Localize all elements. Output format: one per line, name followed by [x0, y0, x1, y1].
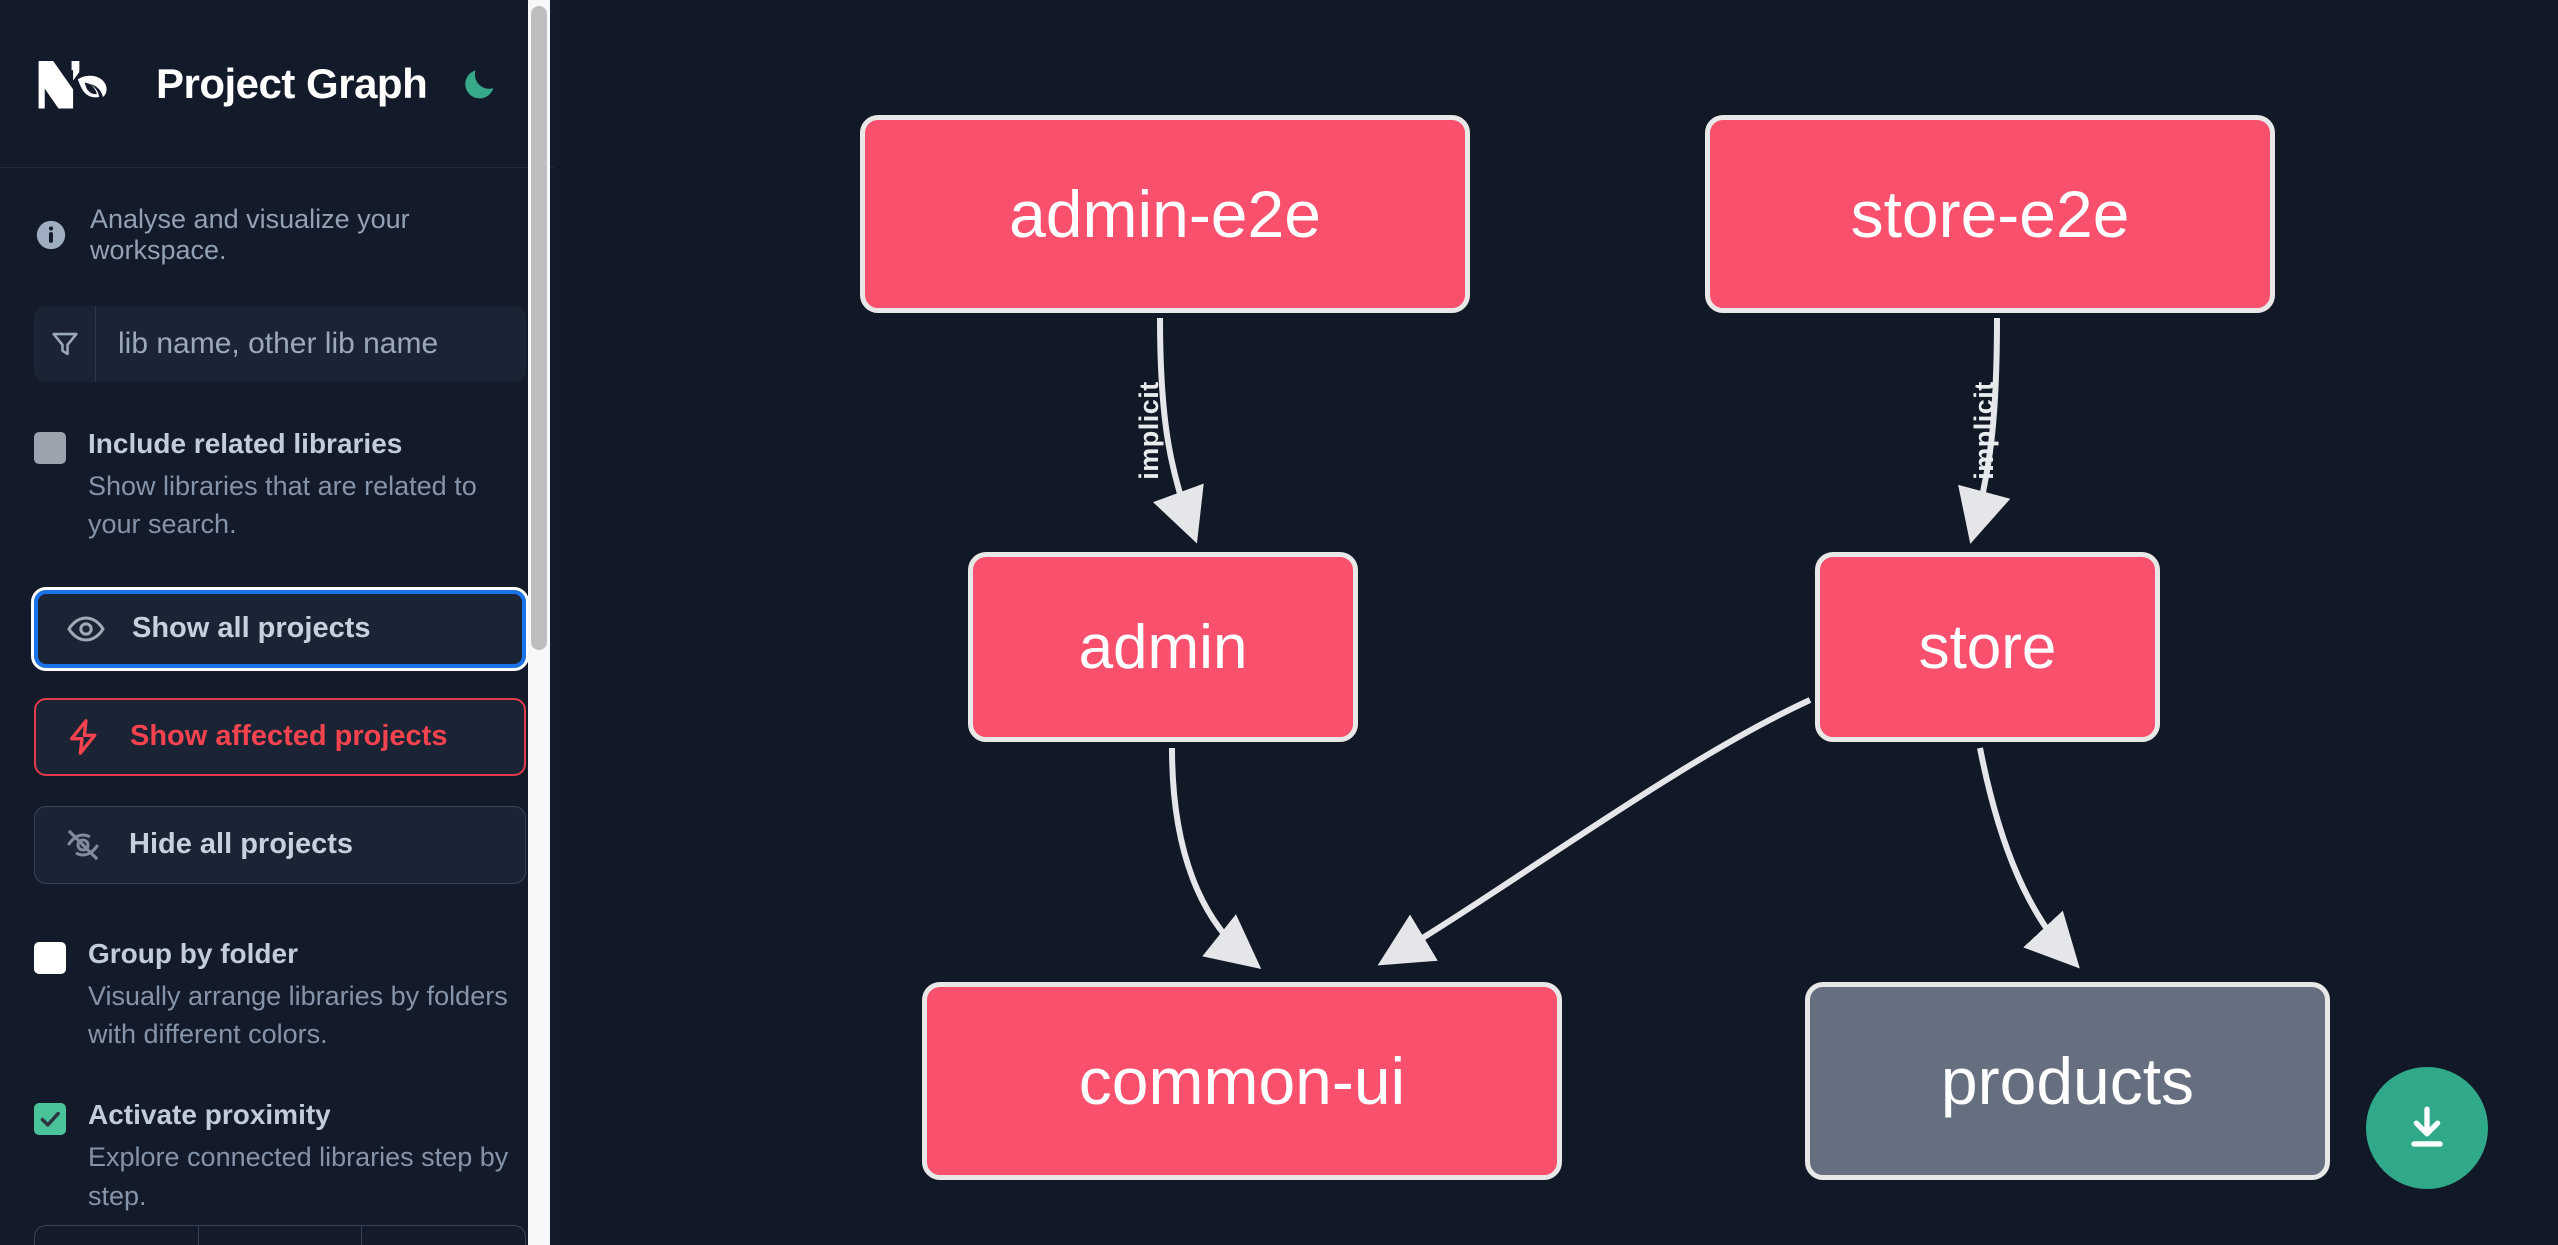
search-row [34, 306, 526, 382]
segmented-control-partial[interactable] [34, 1225, 526, 1245]
graph-node-products[interactable]: products [1805, 982, 2330, 1180]
sidebar-body: Include related libraries Show libraries… [0, 306, 560, 1215]
option-description: Visually arrange libraries by folders wi… [88, 980, 508, 1049]
tagline-text: Analyse and visualize your workspace. [90, 204, 410, 265]
download-icon [2411, 1106, 2443, 1147]
node-label: admin [1078, 612, 1248, 682]
moon-icon[interactable] [457, 61, 503, 107]
sidebar-scrollbar-track[interactable] [528, 0, 550, 1245]
sidebar: Project Graph Analyse and visualize your… [0, 0, 560, 1245]
node-label: admin-e2e [1009, 177, 1321, 251]
show-all-projects-button[interactable]: Show all projects [31, 586, 529, 671]
filter-icon [34, 306, 96, 382]
graph-node-store-e2e[interactable]: store-e2e [1705, 115, 2275, 313]
sidebar-scrollbar-thumb[interactable] [531, 6, 547, 650]
search-input[interactable] [96, 306, 526, 382]
show-affected-projects-button[interactable]: Show affected projects [34, 697, 526, 776]
option-label: Activate proximity [88, 1099, 331, 1131]
nx-logo-icon [34, 53, 126, 115]
hide-all-projects-button[interactable]: Hide all projects [34, 805, 526, 884]
edge-label-implicit-store: implicit [1968, 381, 1999, 480]
page-title: Project Graph [156, 59, 428, 107]
segment-2[interactable] [199, 1226, 363, 1245]
node-label: store [1918, 612, 2057, 682]
option-label: Include related libraries [88, 428, 403, 459]
option-label: Group by folder [88, 937, 298, 969]
segment-1[interactable] [35, 1226, 199, 1245]
checkbox-activate-proximity[interactable] [34, 1103, 66, 1136]
eye-off-icon [63, 825, 103, 865]
button-label: Show all projects [132, 612, 371, 645]
edge-label-implicit-admin: implicit [1133, 381, 1164, 480]
button-label: Hide all projects [129, 828, 354, 861]
edge-admin-e2e-to-admin [1153, 317, 1204, 544]
download-button[interactable] [2366, 1067, 2488, 1189]
option-description: Show libraries that are related to your … [88, 471, 477, 540]
node-label: common-ui [1078, 1044, 1406, 1118]
eye-icon [66, 609, 106, 649]
sidebar-header: Project Graph [0, 0, 560, 168]
graph-node-admin[interactable]: admin [968, 552, 1358, 742]
option-include-related-libraries[interactable]: Include related libraries Show libraries… [34, 426, 526, 544]
lightning-icon [64, 717, 104, 757]
edge-store-to-products [1977, 747, 2080, 969]
checkbox-include-related-libraries[interactable] [34, 432, 66, 464]
node-label: products [1940, 1044, 2195, 1118]
option-group-by-folder[interactable]: Group by folder Visually arrange librari… [34, 936, 526, 1054]
node-label: store-e2e [1850, 177, 2130, 251]
button-label: Show affected projects [130, 720, 448, 753]
checkbox-group-by-folder[interactable] [34, 941, 66, 974]
edge-admin-to-common-ui [1169, 747, 1262, 970]
graph-node-store[interactable]: store [1815, 552, 2160, 742]
graph-node-admin-e2e[interactable]: admin-e2e [860, 115, 1470, 313]
project-visibility-buttons: Show all projects Show affected projects [31, 586, 529, 884]
sidebar-edge [554, 0, 560, 1245]
graph-node-common-ui[interactable]: common-ui [922, 982, 1562, 1180]
option-description: Explore connected libraries step by step… [88, 1142, 509, 1211]
sidebar-tagline: Analyse and visualize your workspace. [0, 168, 560, 296]
graph-canvas[interactable]: admin-e2e store-e2e admin store common-u… [560, 0, 2558, 1245]
option-activate-proximity[interactable]: Activate proximity Explore connected lib… [34, 1097, 526, 1215]
info-icon [34, 218, 68, 252]
edge-store-to-common-ui [1377, 697, 1812, 966]
segment-3[interactable] [362, 1226, 525, 1245]
